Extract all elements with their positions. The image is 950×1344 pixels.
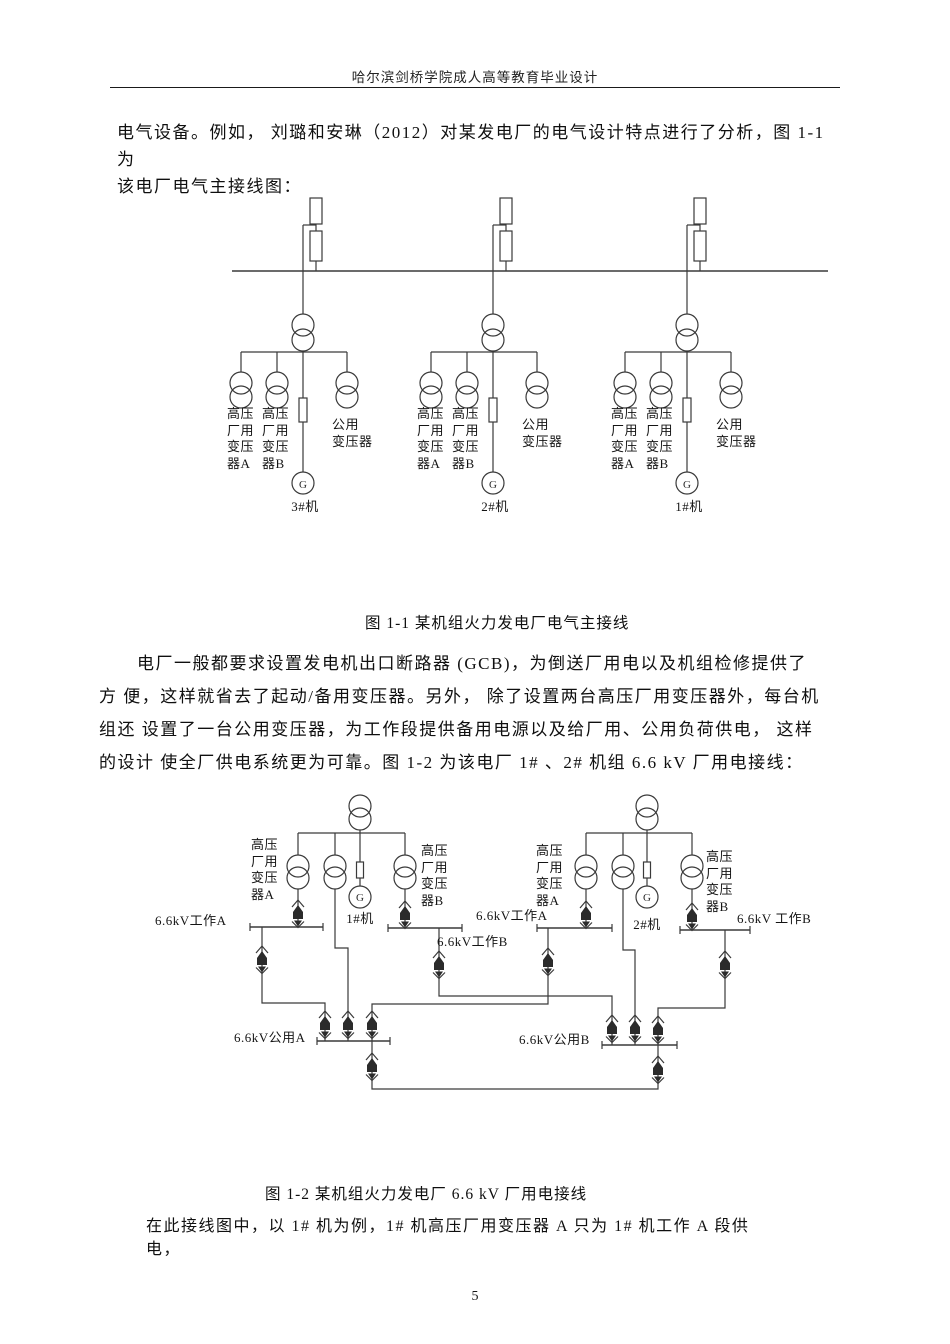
- label-hv-aux-transformer-b: 高压 厂用 变压 器B: [421, 843, 449, 908]
- paragraph-gcb: 电厂一般都要求设置发电机出口断路器 (GCB)，为倒送厂用电以及机组检修提供了 …: [99, 654, 820, 772]
- fig1-unit-1: G: [613, 197, 743, 495]
- transformer-symbol: [323, 854, 347, 890]
- transformer-symbol: [649, 371, 673, 409]
- label-hv-aux-transformer-a: 高压 厂用 变压 器A: [611, 406, 639, 471]
- transformer-symbol: [393, 854, 417, 890]
- fig1-unit-3: G: [229, 197, 359, 495]
- transformer-symbol: [525, 371, 549, 409]
- fig2-bus-work-b2: [651, 926, 751, 1045]
- label-common-transformer: 公用 变压器: [716, 417, 757, 449]
- generator-symbol: [481, 471, 505, 495]
- transformer-symbol: [611, 854, 635, 890]
- header-rule: [110, 87, 840, 88]
- label-unit-2: 2#机: [633, 917, 661, 932]
- transformer-symbol: [229, 371, 253, 409]
- bus-label-work-b1: 6.6kV工作B: [437, 934, 508, 949]
- transformer-symbol: [265, 371, 289, 409]
- label-hv-aux-transformer-a: 高压 厂用 变压 器A: [227, 406, 255, 471]
- label-hv-aux-transformer-b: 高压 厂用 变压 器B: [646, 406, 674, 471]
- generator-letter: G: [489, 479, 497, 491]
- paragraph-intro: 电气设备。例如， 刘璐和安琳（2012）对某发电厂的电气设计特点进行了分析，图 …: [117, 123, 825, 196]
- bus-label-work-b2: 6.6kV 工作B: [737, 911, 812, 926]
- generator-letter: G: [299, 479, 307, 491]
- label-hv-aux-transformer-b: 高压 厂用 变压 器B: [262, 406, 290, 471]
- label-unit-1: 1#机: [675, 499, 703, 514]
- generator-symbol: [291, 471, 315, 495]
- generator-letter: G: [643, 892, 651, 904]
- fig2-bus-work-a2: [365, 924, 613, 1041]
- transformer-symbol: [613, 371, 637, 409]
- generator-symbol: [348, 885, 372, 909]
- bus-label-common-b: 6.6kV公用B: [519, 1032, 590, 1047]
- bus-label-work-a1: 6.6kV工作A: [155, 913, 227, 928]
- figure-1-diagram: G G: [229, 197, 828, 495]
- fig1-unit-2: G: [419, 197, 549, 495]
- transformer-symbol: [348, 794, 372, 831]
- page-header: 哈尔滨剑桥学院成人高等教育毕业设计: [351, 70, 599, 85]
- label-unit-1: 1#机: [346, 911, 374, 926]
- paragraph-closing: 在此接线图中，以 1# 机为例，1# 机高压厂用变压器 A 只为 1# 机工作 …: [146, 1218, 750, 1258]
- figure-1-caption: 图 1-1 某机组火力发电厂电气主接线: [365, 615, 630, 632]
- bus-label-common-a: 6.6kV公用A: [234, 1030, 306, 1045]
- transformer-symbol: [481, 313, 505, 352]
- fig2-bus-common-a: [316, 1037, 391, 1045]
- generator-letter: G: [356, 892, 364, 904]
- transformer-symbol: [455, 371, 479, 409]
- label-common-transformer: 公用 变压器: [332, 417, 373, 449]
- label-unit-3: 3#机: [291, 499, 319, 514]
- fig2-common-tie: [365, 1041, 665, 1090]
- transformer-symbol: [335, 371, 359, 409]
- label-hv-aux-transformer-a: 高压 厂用 变压 器A: [251, 837, 279, 902]
- fig2-bus-work-a1: [249, 923, 332, 1041]
- transformer-symbol: [286, 854, 310, 890]
- generator-symbol: [635, 885, 659, 909]
- fig2-unit-1: G: [286, 794, 417, 1041]
- bus-label-work-a2: 6.6kV工作A: [476, 908, 548, 923]
- transformer-symbol: [574, 854, 598, 890]
- fig2-unit-2: G: [574, 794, 704, 1045]
- transformer-symbol: [719, 371, 743, 409]
- fig2-bus-common-b: [601, 1041, 678, 1049]
- transformer-symbol: [635, 794, 659, 831]
- fig2-bus-work-b1: [387, 924, 619, 1045]
- transformer-symbol: [680, 854, 704, 890]
- transformer-symbol: [291, 313, 315, 352]
- label-hv-aux-transformer-a: 高压 厂用 变压 器A: [417, 406, 445, 471]
- label-common-transformer: 公用 变压器: [522, 417, 563, 449]
- transformer-symbol: [675, 313, 699, 352]
- label-hv-aux-transformer-b: 高压 厂用 变压 器B: [706, 849, 734, 914]
- generator-letter: G: [683, 479, 691, 491]
- label-hv-aux-transformer-b: 高压 厂用 变压 器B: [452, 406, 480, 471]
- label-hv-aux-transformer-a: 高压 厂用 变压 器A: [536, 843, 564, 908]
- generator-symbol: [675, 471, 699, 495]
- transformer-symbol: [419, 371, 443, 409]
- label-unit-2: 2#机: [481, 499, 509, 514]
- figure-2-caption: 图 1-2 某机组火力发电厂 6.6 kV 厂用电接线: [265, 1186, 588, 1203]
- page-number: 5: [471, 1289, 479, 1304]
- figure-2-diagram: G G: [249, 794, 751, 1090]
